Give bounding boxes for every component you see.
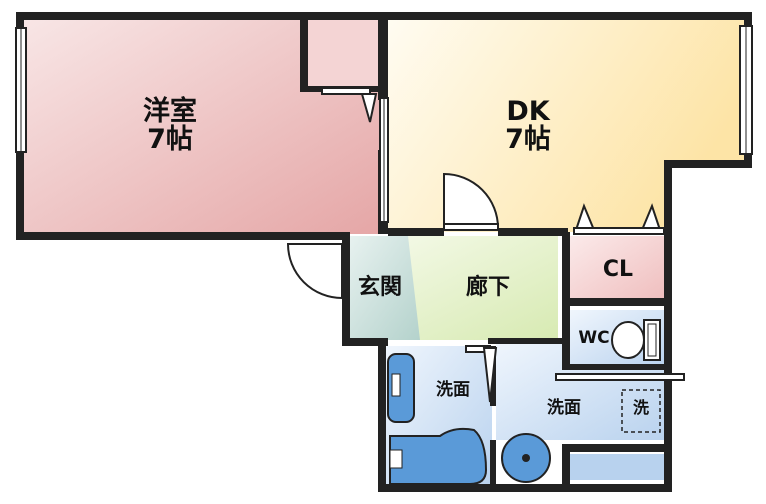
entrance-label: 玄関 xyxy=(357,275,402,300)
western-room-name: 洋室 xyxy=(143,96,197,127)
washer-label: 洗 xyxy=(632,398,649,417)
closet-floor xyxy=(570,236,666,302)
dk-name: DK xyxy=(506,96,550,127)
hallway-label: 廊下 xyxy=(465,275,510,300)
toilet-label: WC xyxy=(578,328,610,348)
washroom-left-label: 洗面 xyxy=(436,380,470,400)
western-closet-niche xyxy=(306,18,382,88)
western-room-label: 洋室 7帖 xyxy=(130,96,210,156)
doors xyxy=(286,87,685,403)
dk-floor xyxy=(386,18,744,232)
entrance-floor xyxy=(348,236,420,340)
dk-size: 7帖 xyxy=(505,124,551,156)
closet-label: CL xyxy=(602,257,634,282)
western-room-size: 7帖 xyxy=(147,124,193,156)
windows xyxy=(15,25,753,223)
storage-floor xyxy=(570,454,666,480)
washroom-right-label: 洗面 xyxy=(547,398,581,418)
dk-label: DK 7帖 xyxy=(488,96,568,156)
fixtures xyxy=(387,319,661,485)
